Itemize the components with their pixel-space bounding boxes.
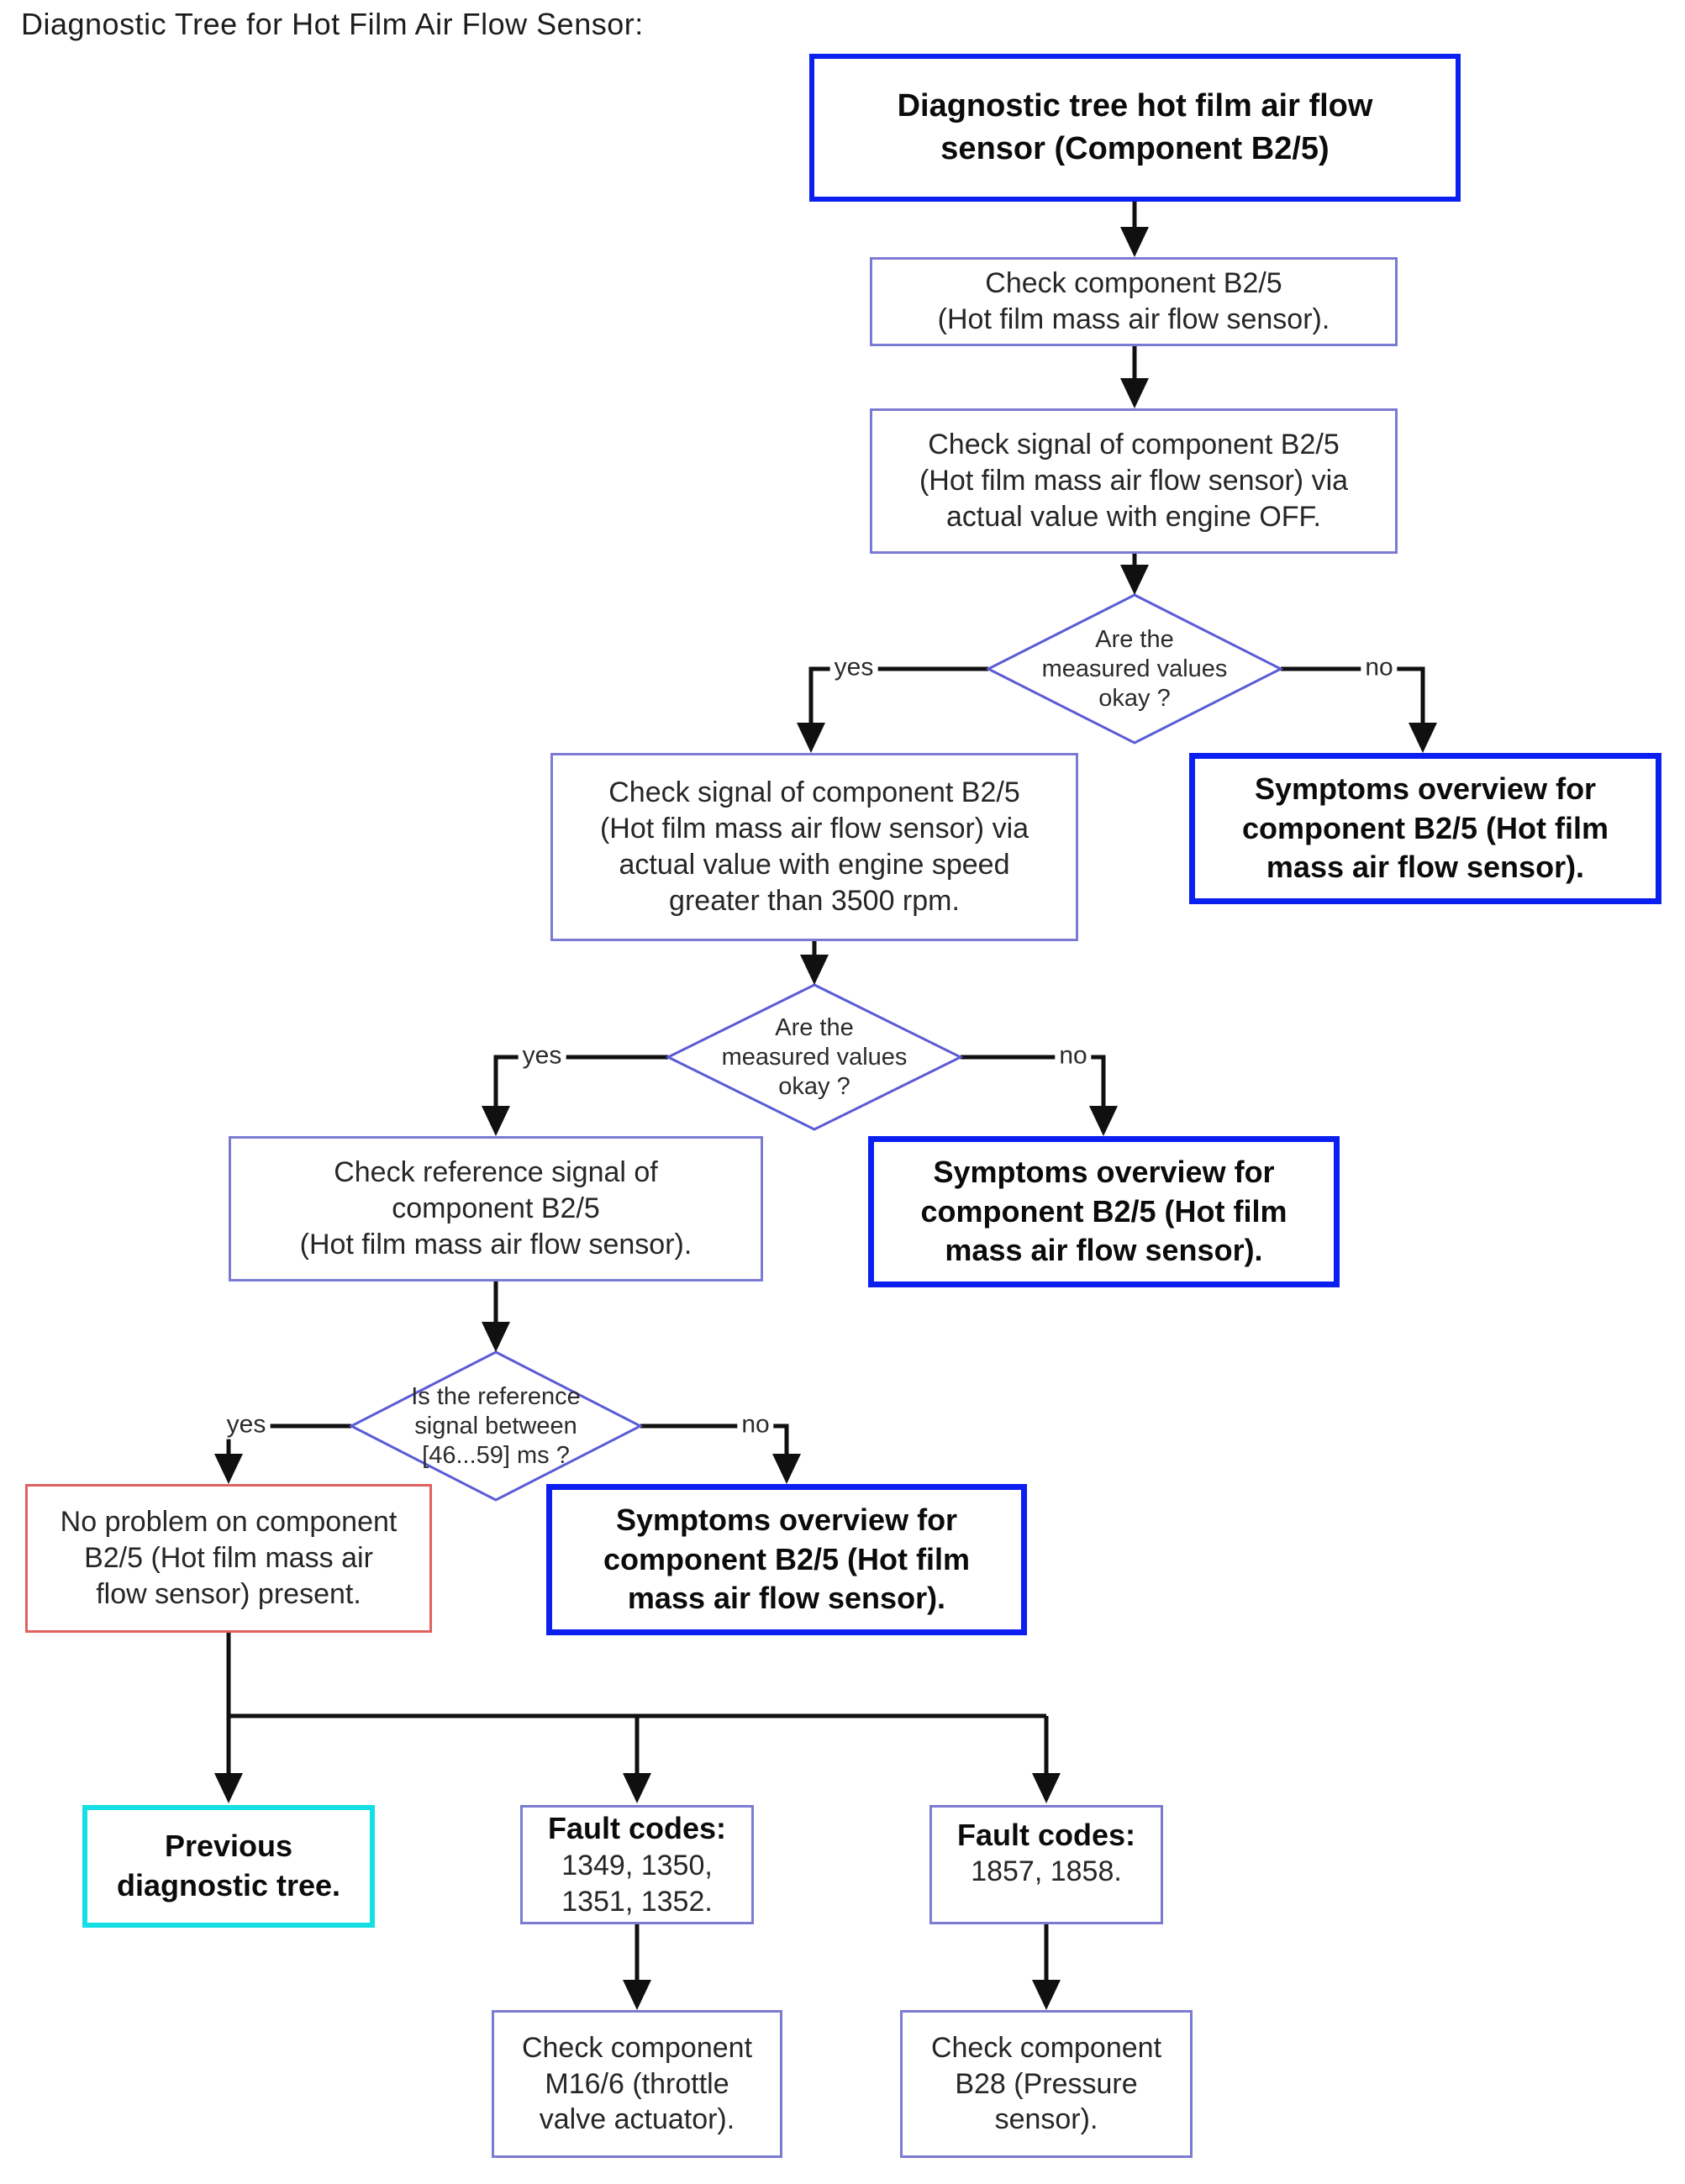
edge-label-yes: yes [222, 1410, 271, 1439]
edge-label-yes: yes [518, 1041, 566, 1071]
node-text: Symptoms overview for [1254, 771, 1597, 806]
node-text: (Hot film mass air flow sensor) via [599, 813, 1029, 845]
node-text: measured values [721, 1043, 908, 1071]
node-text: actual value with engine OFF. [945, 500, 1322, 533]
node-text: Check component [930, 2031, 1162, 2064]
check-b28-node: Check component B28 (Pressure sensor). [900, 2010, 1193, 2158]
edge-label-yes: yes [829, 653, 878, 682]
decision-reference-signal: Is the reference signal between [46...59… [357, 1382, 635, 1470]
check-m16-6-node: Check component M16/6 (throttle valve ac… [492, 2010, 782, 2158]
decision-diamond-2 [665, 983, 964, 1131]
node-text: okay ? [778, 1072, 850, 1100]
node-text: greater than 3500 rpm. [669, 884, 960, 917]
node-text: mass air flow sensor). [945, 1233, 1263, 1268]
fault-codes-header: Fault codes: [547, 1811, 727, 1846]
node-text: Symptoms overview for [615, 1502, 958, 1537]
node-text: Check reference signal of [334, 1156, 658, 1189]
node-text: actual value with engine speed [619, 849, 1010, 881]
node-text: Diagnostic tree hot film air flow [897, 87, 1373, 124]
check-signal-engine-off-node: Check signal of component B2/5 (Hot film… [870, 408, 1398, 554]
node-text: Check signal of component B2/5 [608, 776, 1020, 809]
fault-codes-header: Fault codes: [956, 1818, 1136, 1852]
node-text: Check component [521, 2031, 753, 2064]
node-text: B2/5 (Hot film mass air [84, 1542, 373, 1575]
node-text: (Hot film mass air flow sensor). [937, 303, 1330, 335]
fault-codes-node-1: Fault codes: 1349, 1350, 1351, 1352. [520, 1805, 754, 1924]
node-text: M16/6 (throttle [545, 2067, 729, 2100]
node-text: Check signal of component B2/5 [928, 429, 1340, 461]
check-component-node: Check component B2/5 (Hot film mass air … [870, 257, 1398, 346]
node-text: 1349, 1350, [561, 1849, 713, 1881]
node-text: B28 (Pressure [955, 2067, 1138, 2100]
decision-measured-values-2: Are the measured values okay ? [676, 1013, 953, 1101]
node-text: (Hot film mass air flow sensor) via [919, 465, 1349, 497]
node-text: flow sensor) present. [96, 1577, 361, 1610]
symptoms-overview-node-2: Symptoms overview for component B2/5 (Ho… [868, 1136, 1340, 1287]
arrowheads [214, 227, 1437, 2010]
previous-diagnostic-tree-node: Previous diagnostic tree. [82, 1805, 375, 1928]
node-text: 1857, 1858. [971, 1855, 1122, 1888]
no-problem-node: No problem on component B2/5 (Hot film m… [25, 1484, 432, 1633]
edge-label-no: no [737, 1410, 774, 1439]
node-text: sensor). [994, 2103, 1098, 2136]
check-signal-3500rpm-node: Check signal of component B2/5 (Hot film… [550, 753, 1078, 941]
node-text: Check component B2/5 [985, 267, 1282, 300]
edge-label-no: no [1361, 653, 1398, 682]
node-text: mass air flow sensor). [627, 1581, 946, 1616]
node-text: (Hot film mass air flow sensor). [299, 1228, 692, 1260]
check-reference-signal-node: Check reference signal of component B2/5… [229, 1136, 763, 1281]
decision-diamond-1 [985, 593, 1284, 745]
node-text: diagnostic tree. [116, 1868, 341, 1902]
node-text: sensor (Component B2/5) [940, 131, 1330, 166]
fault-codes-node-2: Fault codes: 1857, 1858. [929, 1805, 1163, 1924]
node-text: signal between [414, 1412, 577, 1439]
node-text: component B2/5 [392, 1192, 600, 1225]
edge-label-no: no [1055, 1041, 1092, 1071]
node-text: Previous [164, 1829, 293, 1864]
node-text: valve actuator). [539, 2103, 735, 2136]
symptoms-overview-node-3: Symptoms overview for component B2/5 (Ho… [546, 1484, 1027, 1635]
page-title: Diagnostic Tree for Hot Film Air Flow Se… [21, 7, 644, 41]
node-text: Are the [775, 1013, 854, 1041]
decision-measured-values-1: Are the measured values okay ? [996, 625, 1273, 713]
node-text: 1351, 1352. [561, 1885, 713, 1918]
node-text: Symptoms overview for [933, 1154, 1275, 1189]
node-text: component B2/5 (Hot film [920, 1193, 1287, 1229]
node-text: component B2/5 (Hot film [1241, 810, 1609, 845]
node-text: mass air flow sensor). [1266, 850, 1585, 885]
node-text: Is the reference [411, 1382, 581, 1410]
decision-diamond-3 [348, 1350, 644, 1502]
node-text: Are the [1095, 625, 1174, 653]
symptoms-overview-node-1: Symptoms overview for component B2/5 (Ho… [1189, 753, 1661, 904]
node-text: component B2/5 (Hot film [603, 1541, 970, 1576]
node-text: measured values [1041, 655, 1228, 682]
node-text: No problem on component [60, 1506, 398, 1539]
node-text: [46...59] ms ? [422, 1441, 570, 1469]
node-text: okay ? [1098, 684, 1171, 712]
start-node: Diagnostic tree hot film air flow sensor… [809, 54, 1461, 202]
connector-lines [226, 202, 1425, 1982]
